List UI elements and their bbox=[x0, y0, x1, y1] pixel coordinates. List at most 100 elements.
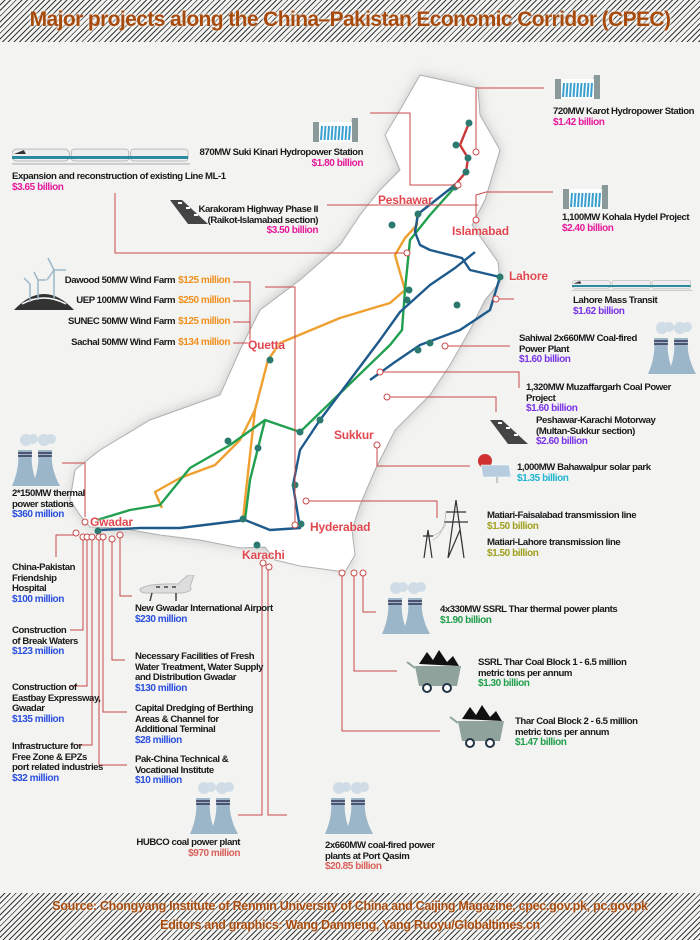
project-cost: $1.62 billion bbox=[573, 305, 625, 317]
project-name: Matiari-Lahore transmission line bbox=[487, 537, 621, 548]
project-cost: $10 million bbox=[135, 775, 182, 787]
project-name: Sahiwal 2x660MW Coal-fired Power Plant bbox=[519, 333, 637, 355]
route-western-2 bbox=[241, 409, 257, 521]
project-name: 2*150MW thermal power stations bbox=[12, 488, 85, 510]
project-cost: $125 million bbox=[178, 316, 230, 327]
project-name: UEP 100MW Wind Farm bbox=[76, 295, 176, 306]
project-label: 2*150MW thermal power stations$360 milli… bbox=[12, 488, 85, 521]
project-name: SUNEC 50MW Wind Farm bbox=[68, 316, 176, 327]
project-label: Construction of Break Waters$123 million bbox=[12, 625, 78, 658]
project-name: 1,100MW Kohala Hydel Project bbox=[562, 212, 690, 223]
project-name: Construction of Break Waters bbox=[12, 625, 78, 647]
project-label: HUBCO coal power plant$970 million bbox=[136, 837, 240, 859]
train-icon bbox=[571, 275, 692, 300]
city-label-quetta: Quetta bbox=[248, 338, 285, 352]
project-label: Infrastructure for Free Zone & EPZs port… bbox=[12, 741, 103, 784]
project-label: Matiari-Lahore transmission line$1.50 bi… bbox=[487, 537, 621, 559]
project-name: 870MW Suki Kinari Hydropower Station bbox=[199, 147, 364, 158]
project-cost: $3.50 billion bbox=[266, 225, 319, 237]
project-cost: $1.50 billion bbox=[487, 520, 539, 532]
project-name: China-Pakistan Friendship Hospital bbox=[12, 562, 76, 595]
project-cost: $1.60 billion bbox=[519, 354, 571, 366]
project-name: Sachal 50MW Wind Farm bbox=[71, 337, 176, 348]
project-cost: $1.30 billion bbox=[478, 678, 530, 690]
route-western bbox=[153, 213, 419, 509]
project-cost: $230 million bbox=[135, 613, 187, 625]
project-cost: $134 million bbox=[178, 337, 230, 348]
project-cost: $123 million bbox=[12, 646, 64, 658]
project-name: SSRL Thar Coal Block 1 - 6.5 million met… bbox=[478, 657, 627, 679]
project-label: SSRL Thar Coal Block 1 - 6.5 million met… bbox=[478, 657, 627, 690]
city-label-islamabad: Islamabad bbox=[452, 224, 509, 238]
project-name: HUBCO coal power plant bbox=[136, 837, 240, 848]
wind-turbine-icon bbox=[14, 257, 74, 315]
project-label: Sahiwal 2x660MW Coal-fired Power Plant$1… bbox=[519, 333, 637, 366]
project-label: Peshawar-Karachi Motorway (Multan-Sukkur… bbox=[536, 415, 656, 448]
project-label: New Gwadar International Airport$230 mil… bbox=[135, 603, 273, 625]
cooling-tower-icon bbox=[325, 782, 373, 839]
project-name: Matiari-Faisalabad transmission line bbox=[487, 510, 637, 521]
page-title: Major projects along the China–Pakistan … bbox=[29, 8, 671, 31]
project-label: 720MW Karot Hydropower Station$1.42 bill… bbox=[553, 106, 695, 128]
header-banner: Major projects along the China–Pakistan … bbox=[0, 0, 700, 42]
project-cost: $130 million bbox=[135, 682, 187, 694]
project-cost: $1.80 billion bbox=[311, 157, 364, 169]
train-icon bbox=[11, 146, 190, 171]
project-label: SUNEC 50MW Wind Farm$125 million bbox=[68, 316, 230, 328]
project-name: Karakoram Highway Phase II (Raikot-Islam… bbox=[198, 204, 319, 226]
project-cost: $1.42 billion bbox=[553, 116, 605, 128]
project-name: Peshawar-Karachi Motorway (Multan-Sukkur… bbox=[536, 415, 656, 437]
project-label: Sachal 50MW Wind Farm$134 million bbox=[71, 337, 230, 349]
leader-lines bbox=[55, 87, 553, 816]
source-note: Source: Chongyang Institute of Renmin Un… bbox=[52, 899, 648, 913]
coal-cart-icon bbox=[405, 650, 461, 699]
coal-cart-icon bbox=[448, 705, 504, 754]
project-name: 4x330MW SSRL Thar thermal power plants bbox=[440, 604, 618, 615]
project-name: Necessary Facilities of Fresh Water Trea… bbox=[135, 651, 264, 684]
dam-icon bbox=[313, 118, 358, 147]
project-cost: $1.35 billion bbox=[517, 472, 569, 484]
cooling-tower-icon bbox=[190, 782, 238, 839]
project-name: Dawood 50MW Wind Farm bbox=[64, 275, 176, 286]
project-name: 1,000MW Bahawalpur solar park bbox=[517, 462, 651, 473]
project-cost: $1.50 billion bbox=[487, 547, 539, 559]
project-cost: $1.60 billion bbox=[526, 403, 578, 415]
route-nodes bbox=[94, 119, 504, 549]
project-label: Karakoram Highway Phase II (Raikot-Islam… bbox=[198, 204, 319, 237]
project-label: Lahore Mass Transit$1.62 billion bbox=[573, 295, 658, 317]
project-cost: $125 million bbox=[178, 275, 230, 286]
city-label-hyderabad: Hyderabad bbox=[310, 520, 371, 534]
project-name: Capital Dredging of Berthing Areas & Cha… bbox=[135, 703, 253, 736]
project-name: Infrastructure for Free Zone & EPZs port… bbox=[12, 741, 103, 774]
road-icon bbox=[170, 200, 208, 229]
project-label: 1,100MW Kohala Hydel Project$2.40 billio… bbox=[562, 212, 690, 234]
pakistan-map bbox=[55, 74, 553, 816]
project-cost: $970 million bbox=[188, 847, 240, 859]
project-cost: $135 million bbox=[12, 713, 64, 725]
dam-icon bbox=[555, 75, 600, 104]
project-label: 4x330MW SSRL Thar thermal power plants$1… bbox=[440, 604, 618, 626]
project-cost: $2.60 billion bbox=[536, 436, 588, 448]
project-cost: $20.85 billion bbox=[325, 861, 382, 873]
city-label-gwadar: Gwadar bbox=[90, 515, 133, 529]
project-label: Dawood 50MW Wind Farm$125 million bbox=[64, 275, 231, 287]
project-name: Pak-China Technical & Vocational Institu… bbox=[135, 754, 229, 776]
project-cost: $100 million bbox=[12, 593, 64, 605]
dam-icon bbox=[563, 185, 608, 214]
project-name: 720MW Karot Hydropower Station bbox=[553, 106, 695, 117]
city-label-lahore: Lahore bbox=[509, 269, 548, 283]
project-cost: $250 million bbox=[178, 295, 230, 306]
cooling-tower-icon bbox=[12, 434, 60, 491]
footer-banner: Source: Chongyang Institute of Renmin Un… bbox=[0, 893, 700, 940]
city-label-karachi: Karachi bbox=[242, 548, 285, 562]
route-eastern-2 bbox=[99, 251, 476, 532]
route-central-2 bbox=[243, 419, 267, 521]
airplane-icon bbox=[138, 574, 196, 608]
project-label: 2x660MW coal-fired power plants at Port … bbox=[325, 840, 435, 873]
project-label: 1,000MW Bahawalpur solar park$1.35 billi… bbox=[517, 462, 651, 484]
project-label: Capital Dredging of Berthing Areas & Cha… bbox=[135, 703, 253, 746]
project-name: Thar Coal Block 2 - 6.5 million metric t… bbox=[515, 716, 638, 738]
project-name: 2x660MW coal-fired power plants at Port … bbox=[325, 840, 435, 862]
project-cost: $32 million bbox=[12, 772, 59, 784]
project-label: Pak-China Technical & Vocational Institu… bbox=[135, 754, 229, 787]
